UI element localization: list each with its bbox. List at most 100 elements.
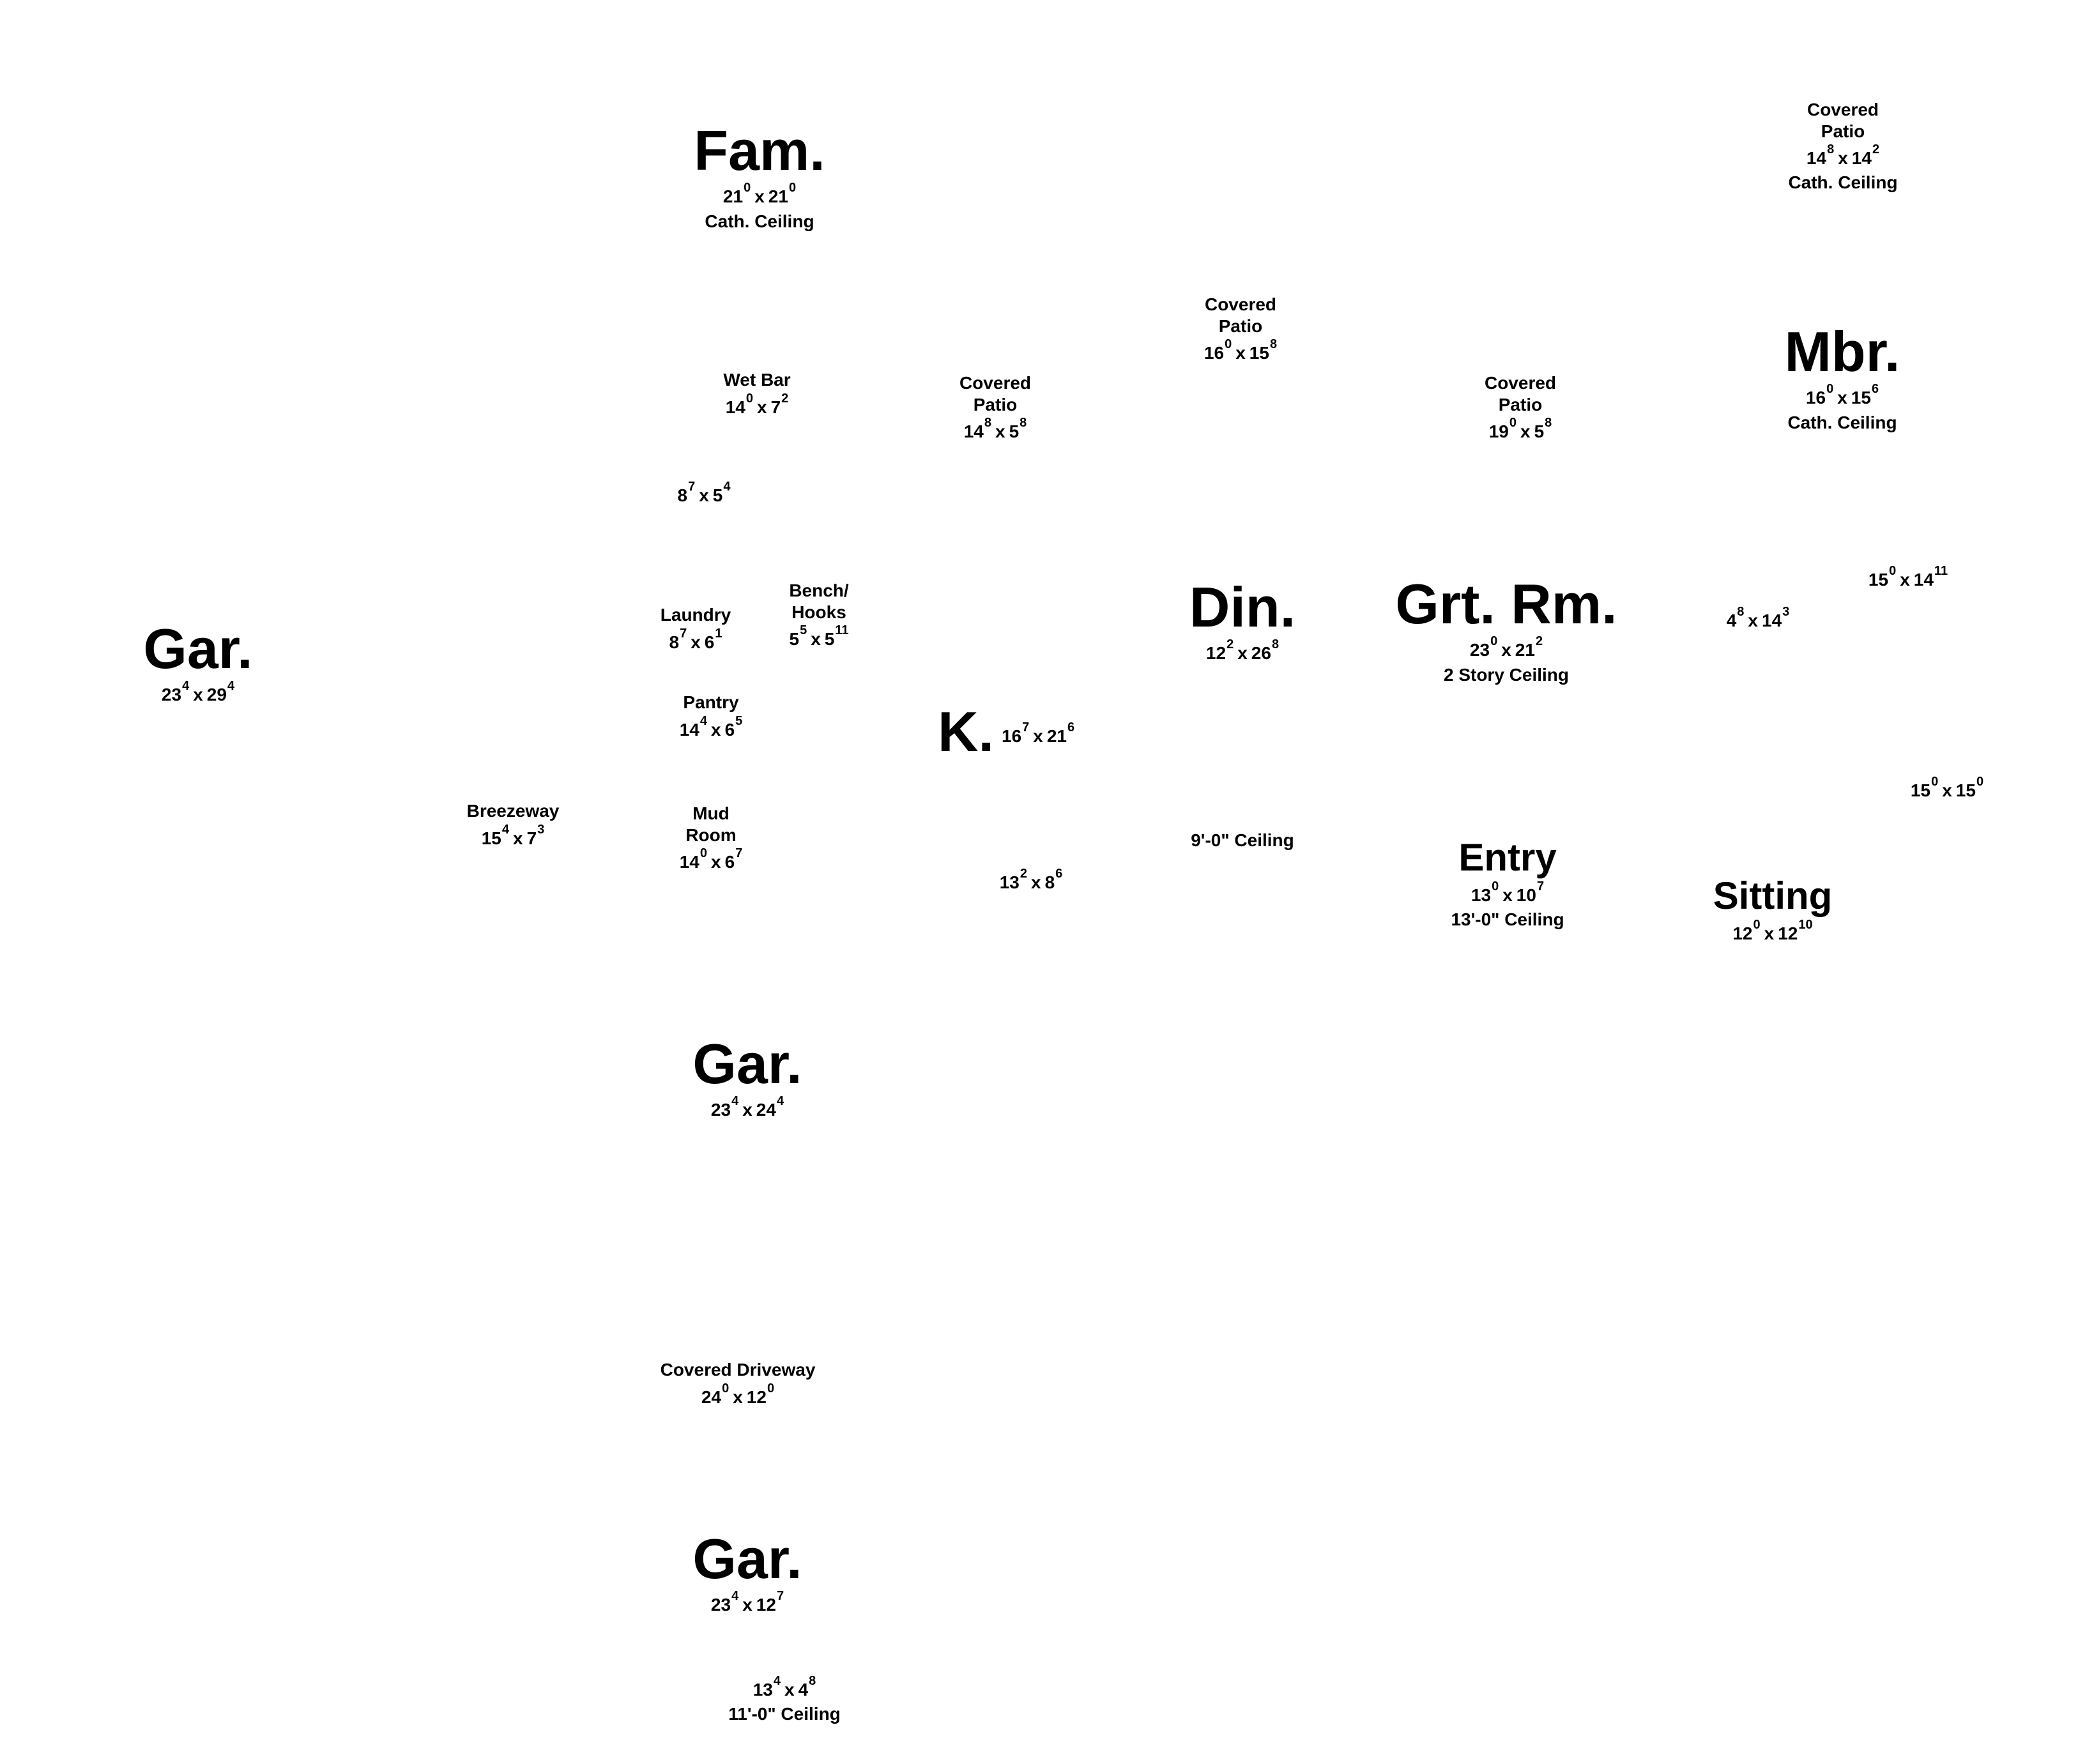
ceiling-note: 13'-0" Ceiling — [1451, 909, 1564, 930]
dimension-depth-feet: 6 — [724, 852, 735, 872]
dimension-width-feet: 15 — [1910, 780, 1931, 800]
dimension-width-feet: 12 — [1732, 924, 1753, 943]
dimension-width-feet: 16 — [1002, 726, 1022, 746]
dimension-width-inches: 4 — [731, 1094, 739, 1109]
dimension-depth-inches: 0 — [767, 1381, 775, 1395]
dimension-width-inches: 0 — [1490, 634, 1498, 649]
dimension-separator: x — [1520, 422, 1531, 442]
dimension-depth-feet: 29 — [206, 685, 227, 705]
dimension-width-inches: 7 — [688, 480, 696, 494]
dimension-width-inches: 8 — [1737, 605, 1745, 619]
dimension-width-feet: 14 — [963, 422, 984, 442]
dimension-width-inches: 4 — [699, 713, 707, 728]
dimension-width-inches: 8 — [984, 416, 991, 430]
room-name: Breezeway — [466, 801, 560, 821]
dimension-separator: x — [1235, 343, 1246, 363]
dimension-width-feet: 8 — [669, 632, 680, 652]
dimension-depth-inches: 3 — [1782, 605, 1790, 619]
dimension-separator: x — [1900, 570, 1910, 589]
room-name: Bench/ Hooks — [789, 581, 849, 622]
dimension-width-feet: 19 — [1488, 422, 1509, 442]
dimension-depth-inches: 8 — [1545, 416, 1552, 430]
dimension-separator: x — [711, 719, 721, 740]
dimension-depth-inches: 2 — [1535, 634, 1543, 649]
dimension-depth-inches: 0 — [1976, 775, 1984, 789]
room-name: Covered Patio — [1484, 373, 1557, 414]
dimension-depth-inches: 7 — [1536, 879, 1545, 893]
dimension-depth-inches: 3 — [537, 822, 545, 837]
dimension-width-feet: 23 — [710, 1100, 731, 1120]
dimension-width-inches: 4 — [501, 822, 509, 837]
dimension-separator: x — [711, 852, 721, 872]
dimension-depth-feet: 6 — [724, 719, 735, 740]
dimension-width-inches: 0 — [722, 1381, 730, 1395]
dimension-depth-feet: 5 — [1009, 422, 1020, 442]
dimension-separator: x — [1033, 726, 1043, 746]
dimension-width-inches: 4 — [773, 1674, 781, 1688]
dimension-depth-feet: 12 — [756, 1595, 776, 1615]
room-name: Covered Patio — [1807, 100, 1879, 141]
dimension-width-inches: 2 — [1226, 637, 1234, 652]
dimension-width-feet: 15 — [1868, 570, 1889, 589]
dimension-width-feet: 14 — [725, 397, 745, 417]
dimension-width-feet: 24 — [701, 1387, 722, 1407]
dimension-depth-inches: 0 — [788, 181, 797, 195]
room-name: K. — [938, 700, 994, 763]
dimension-depth-feet: 10 — [1516, 885, 1536, 905]
room-label-ceiling-note-dining: 9'-0" Ceiling — [1191, 826, 1294, 851]
dimension-width-feet: 23 — [710, 1595, 731, 1615]
room-name: Gar. — [692, 1527, 802, 1590]
dimension-width-feet: 14 — [1806, 148, 1827, 169]
dimension-width-feet: 16 — [1203, 343, 1225, 363]
dimension-depth-inches: 8 — [1271, 637, 1280, 652]
dimension-width-feet: 23 — [1469, 640, 1490, 660]
dimension-width-feet: 16 — [1805, 388, 1826, 408]
ceiling-note: 9'-0" Ceiling — [1191, 830, 1294, 850]
dimension-depth-inches: 10 — [1798, 918, 1813, 932]
ceiling-note: Cath. Ceiling — [1788, 172, 1898, 193]
dimension-width-feet: 13 — [753, 1680, 773, 1699]
room-name: Mud Room — [685, 803, 737, 845]
dimension-depth-inches: 11 — [1934, 564, 1948, 578]
dimension-depth-feet: 26 — [1251, 643, 1271, 664]
dimension-separator: x — [1501, 640, 1511, 660]
dimension-depth-feet: 15 — [1851, 388, 1871, 408]
dimension-width-inches: 0 — [1225, 337, 1232, 352]
room-name: Sitting — [1713, 874, 1833, 917]
dimension-width-inches: 4 — [731, 1589, 739, 1604]
dimension-depth-feet: 15 — [1955, 780, 1976, 800]
dimension-depth-feet: 21 — [1046, 726, 1067, 746]
dimension-separator: x — [193, 685, 203, 705]
dimension-separator: x — [691, 632, 701, 652]
dimension-separator: x — [754, 186, 765, 207]
ceiling-note: 2 Story Ceiling — [1443, 664, 1570, 685]
room-name: Wet Bar — [723, 370, 791, 390]
room-name: Covered Patio — [1204, 294, 1277, 336]
dimension-width-inches: 7 — [1022, 720, 1030, 734]
dimension-depth-inches: 6 — [1055, 867, 1063, 881]
